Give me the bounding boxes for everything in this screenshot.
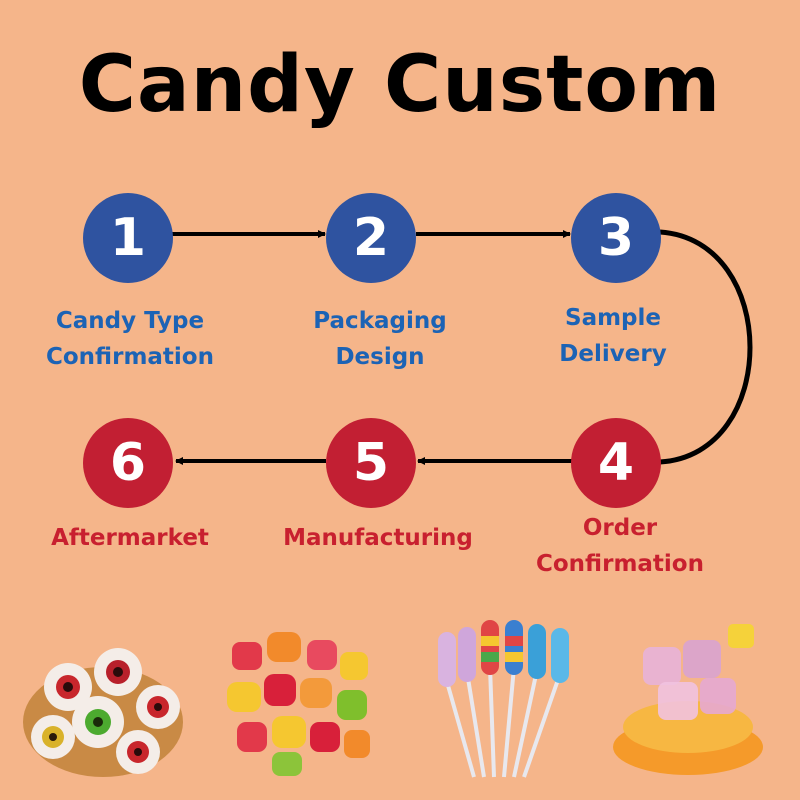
- step-5-circle: 5: [326, 418, 416, 508]
- step-1-label: Candy Type Confirmation: [20, 303, 240, 375]
- step-4-circle: 4: [571, 418, 661, 508]
- step-5-label: Manufacturing: [268, 520, 488, 556]
- step-2-circle: 2: [326, 193, 416, 283]
- step-4-label-line1: Order: [582, 515, 658, 541]
- step-5-label-line1: Manufacturing: [283, 525, 473, 551]
- step-6-circle: 6: [83, 418, 173, 508]
- page-title: Candy Custom: [78, 40, 722, 130]
- step-2-label-line2: Design: [335, 344, 425, 370]
- curve-3-to-4: [659, 229, 753, 465]
- step-2-label-line1: Packaging: [313, 308, 447, 334]
- twist-lollipops-photo: [438, 620, 569, 778]
- step-3-label-line1: Sample: [565, 305, 661, 331]
- step-4-label: Order Confirmation: [510, 510, 730, 582]
- step-6-label-line1: Aftermarket: [51, 525, 209, 551]
- step-3-circle: 3: [571, 193, 661, 283]
- step-6-label: Aftermarket: [20, 520, 240, 556]
- eyeball-gummies-photo: [23, 648, 183, 777]
- step-2-label: Packaging Design: [270, 303, 490, 375]
- step-3-label-line2: Delivery: [559, 341, 667, 367]
- jelly-cubes-photo: [613, 624, 763, 775]
- step-1-circle: 1: [83, 193, 173, 283]
- step-1-label-line1: Candy Type: [55, 308, 205, 334]
- step-4-label-line2: Confirmation: [536, 551, 704, 577]
- step-3-label: Sample Delivery: [503, 300, 723, 372]
- step-1-label-line2: Confirmation: [46, 344, 214, 370]
- fruit-gummies-photo: [227, 632, 370, 776]
